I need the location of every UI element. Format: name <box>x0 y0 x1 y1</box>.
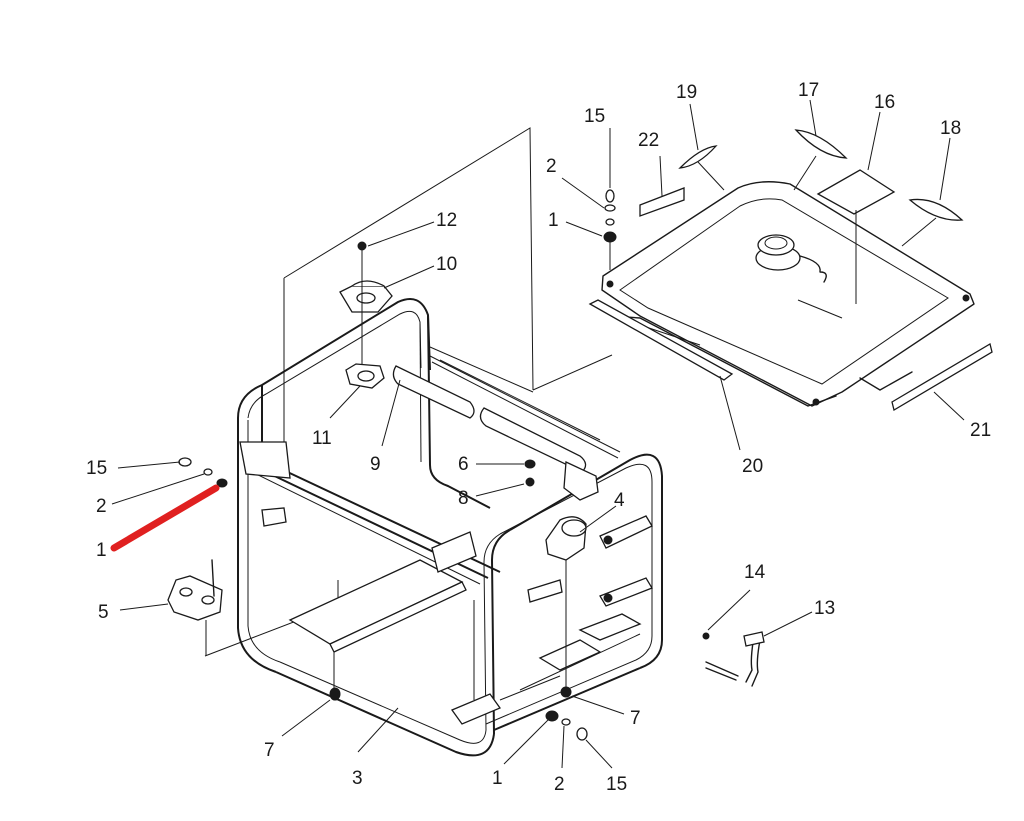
callout-1-left: 1 <box>96 540 107 561</box>
callout-16: 16 <box>874 92 895 113</box>
callout-2-top: 2 <box>546 156 557 177</box>
callout-15-bottom: 15 <box>606 774 627 795</box>
mount-5 <box>167 559 223 656</box>
callout-22: 22 <box>638 130 659 151</box>
callout-17: 17 <box>798 80 819 101</box>
callout-7-right: 7 <box>630 708 641 729</box>
tank-cushion-strips <box>588 299 993 412</box>
callout-20: 20 <box>742 456 763 477</box>
frame-tube <box>237 298 663 757</box>
tank-fasteners <box>603 189 617 270</box>
mount-assembly <box>339 241 393 389</box>
callout-2-bottom: 2 <box>554 774 565 795</box>
callout-14: 14 <box>744 562 766 583</box>
callout-5: 5 <box>98 602 109 623</box>
callout-7-left: 7 <box>264 740 275 761</box>
callout-15-left: 15 <box>86 458 107 479</box>
base-rails <box>288 531 642 725</box>
callout-18: 18 <box>940 118 961 139</box>
callout-9: 9 <box>370 454 381 475</box>
callout-6: 6 <box>458 454 469 475</box>
callout-21: 21 <box>970 420 991 441</box>
callout-15-top: 15 <box>584 106 605 127</box>
callout-10: 10 <box>436 254 457 275</box>
callout-1-bottom: 1 <box>492 768 503 789</box>
muffler-tube <box>392 355 621 501</box>
phantom-outline <box>204 127 613 657</box>
callout-1-top: 1 <box>548 210 559 231</box>
side-plate-left <box>178 441 291 527</box>
callout-19: 19 <box>676 82 697 103</box>
bottom-fasteners <box>329 459 588 741</box>
decals <box>639 129 964 221</box>
leader-lines <box>111 99 965 769</box>
bracket-4 <box>527 515 653 607</box>
fuel-line <box>702 631 765 687</box>
callout-3: 3 <box>352 768 363 789</box>
highlight-leader <box>110 484 220 552</box>
fuel-tank <box>601 169 975 407</box>
callout-labels: 22 19 17 16 18 15 2 1 12 10 11 9 20 21 6… <box>86 80 991 795</box>
callout-4: 4 <box>614 490 625 511</box>
callout-13: 13 <box>814 598 835 619</box>
callout-8: 8 <box>458 488 469 509</box>
callout-2-left: 2 <box>96 496 107 517</box>
callout-11: 11 <box>312 428 332 449</box>
callout-12: 12 <box>436 210 457 231</box>
